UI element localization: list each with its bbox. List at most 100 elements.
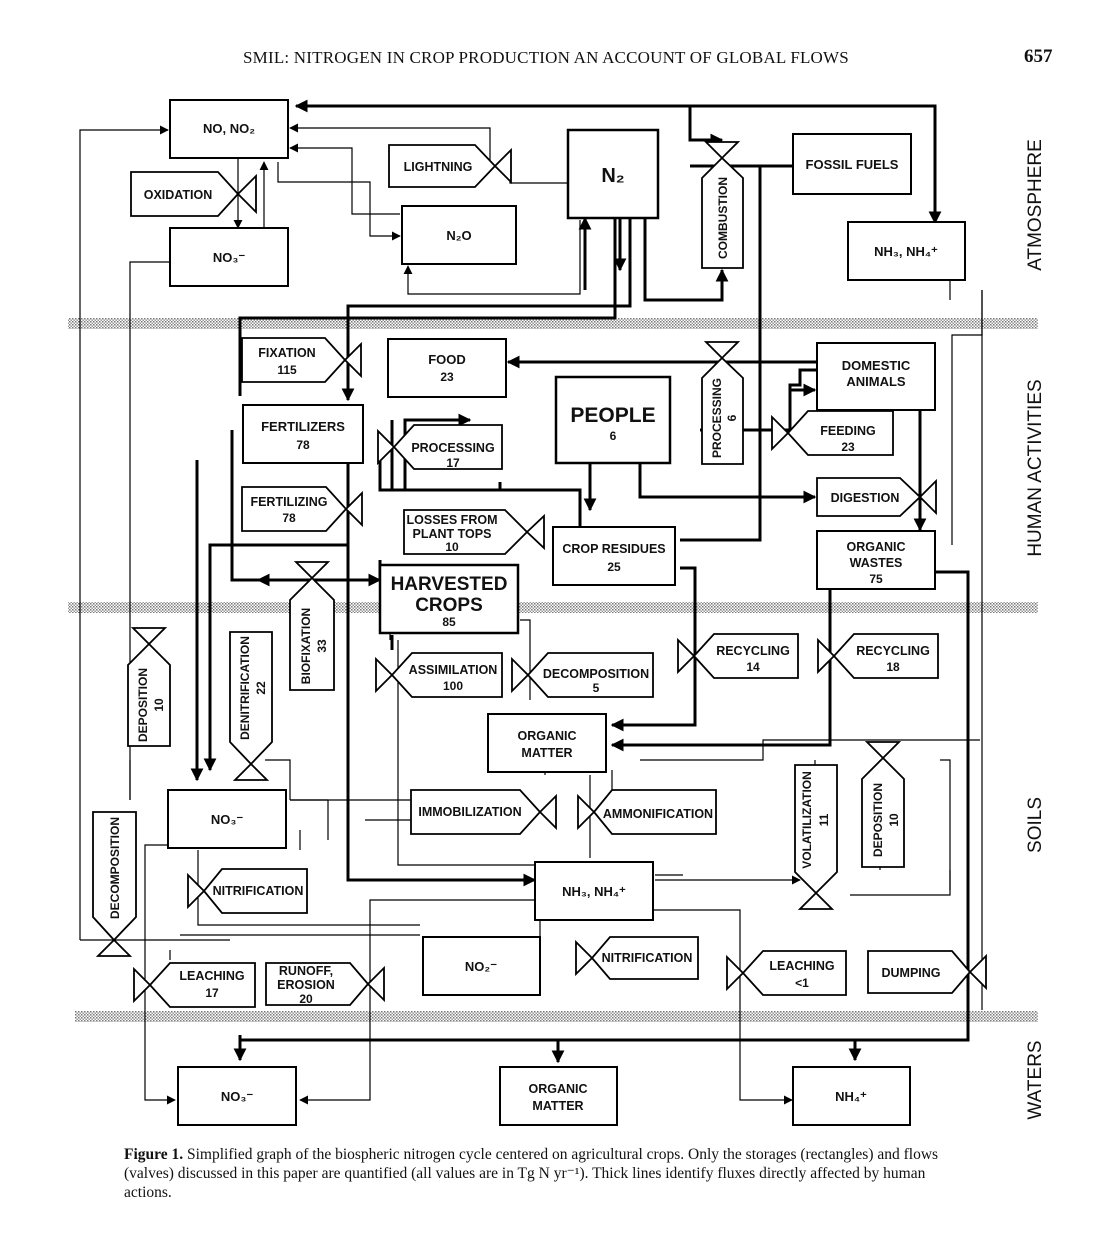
- storage-domestic-animals: [816, 342, 936, 411]
- flow-label-processing-v: PROCESSING: [710, 378, 724, 458]
- zone-separator-soils-waters: [75, 1011, 1038, 1022]
- storage-label-n2o: N₂O: [446, 228, 471, 243]
- flow-label-feeding: FEEDING: [820, 424, 876, 438]
- zone-label-waters: WATERS: [1025, 1040, 1046, 1119]
- storage-label-food: FOOD: [428, 352, 466, 367]
- flow-label-nitrification-2: NITRIFICATION: [602, 951, 693, 965]
- flow-value-denitrification: 22: [254, 681, 268, 695]
- valve-assimilation: [375, 652, 503, 698]
- storage-no3-atmosphere: [169, 227, 289, 287]
- storage-nh4-water: [792, 1066, 911, 1126]
- flow-label-leaching-b: LEACHING: [769, 959, 834, 973]
- flow-value-processing-v: 6: [725, 414, 739, 421]
- storage-label-no3-soil: NO₃⁻: [211, 812, 244, 827]
- valve-ammonification: [577, 789, 717, 835]
- storage-organic-matter-soil: [487, 713, 607, 773]
- storage-value-wastes: 75: [869, 572, 883, 586]
- storage-label-organic: ORGANIC: [846, 540, 905, 554]
- flow-label-fertilizing: FERTILIZING: [250, 495, 327, 509]
- flow-label-leaching-a: LEACHING: [179, 969, 244, 983]
- storage-label-nh3-atm: NH₃, NH₄⁺: [874, 244, 938, 259]
- valve-losses: [403, 509, 545, 555]
- storage-label-no2-soil: NO₂⁻: [465, 959, 497, 974]
- storage-label-crops: CROPS: [415, 595, 483, 616]
- thick-flow-lines: [190, 99, 970, 1064]
- storage-label-no3-water: NO₃⁻: [221, 1089, 254, 1104]
- storage-label-people: PEOPLE: [570, 404, 655, 427]
- valve-decomposition-l: [92, 811, 137, 957]
- storage-label-om-water-1: ORGANIC: [528, 1082, 587, 1096]
- valve-recycling-a: [677, 633, 799, 679]
- zone-separator-human-soils: [68, 602, 1038, 613]
- flow-value-decomposition-m: 5: [593, 681, 600, 695]
- storage-label-no3-atm: NO₃⁻: [213, 250, 246, 265]
- storage-value-crops: 85: [442, 615, 456, 629]
- storage-label-om-soil-1: ORGANIC: [517, 729, 576, 743]
- flow-label-deposition-r: DEPOSITION: [871, 783, 885, 857]
- storage-label-no-no2: NO, NO₂: [203, 121, 255, 136]
- page-header: SMIL: NITROGEN IN CROP PRODUCTION AN ACC…: [0, 44, 1104, 74]
- flow-value-deposition-r: 10: [887, 813, 901, 827]
- flow-label-recycling-b: RECYCLING: [856, 644, 930, 658]
- valve-denitrification: [229, 631, 273, 781]
- nitrogen-cycle-diagram: ATMOSPHERE HUMAN ACTIVITIES SOILS WATERS: [68, 99, 1046, 1126]
- storage-label-om-soil-2: MATTER: [521, 746, 572, 760]
- storage-label-crop-residues: CROP RESIDUES: [562, 542, 665, 556]
- flow-label-dumping: DUMPING: [881, 966, 940, 980]
- caption-text: Simplified graph of the biospheric nitro…: [124, 1146, 939, 1201]
- storage-food: [387, 338, 507, 398]
- valve-deposition-r: [861, 741, 905, 868]
- flow-value-losses: 10: [445, 540, 459, 554]
- storage-label-animals: ANIMALS: [846, 374, 906, 389]
- flow-value-fertilizing: 78: [282, 511, 296, 525]
- flow-value-assimilation: 100: [443, 679, 463, 693]
- flow-label-deposition-l: DEPOSITION: [136, 668, 150, 742]
- page-number: 657: [1024, 46, 1053, 67]
- flow-value-leaching-a: 17: [205, 986, 219, 1000]
- valve-decomposition-m: [511, 652, 654, 698]
- flow-value-biofixation: 33: [315, 639, 329, 653]
- flow-value-runoff: 20: [299, 992, 313, 1006]
- storage-label-domestic: DOMESTIC: [842, 358, 911, 373]
- flow-label-biofixation: BIOFIXATION: [299, 608, 313, 684]
- flow-label-runoff-2: EROSION: [277, 978, 335, 992]
- valve-leaching-b: [726, 950, 847, 996]
- flow-value-leaching-b: <1: [795, 976, 809, 990]
- storage-n2o: [401, 205, 517, 265]
- valve-leaching-a: [133, 962, 256, 1008]
- flow-label-denitrification: DENITRIFICATION: [238, 636, 252, 740]
- flow-label-oxidation: OXIDATION: [144, 188, 213, 202]
- flow-label-combustion: COMBUSTION: [716, 177, 730, 259]
- storage-label-harvested: HARVESTED: [391, 574, 508, 595]
- storage-value-crop-residues: 25: [607, 560, 621, 574]
- flow-label-recycling-a: RECYCLING: [716, 644, 790, 658]
- flow-value-deposition-l: 10: [152, 698, 166, 712]
- storage-organic-wastes: [816, 530, 936, 590]
- storage-label-wastes: WASTES: [850, 556, 903, 570]
- flow-label-losses-1: LOSSES FROM: [407, 513, 498, 527]
- valve-processing-h: [377, 424, 503, 470]
- storage-n2: [566, 128, 660, 220]
- storage-label-n2: N₂: [601, 165, 624, 187]
- flow-label-volatilization: VOLATILIZATION: [800, 771, 814, 869]
- zone-label-atmosphere: ATMOSPHERE: [1025, 139, 1046, 271]
- storage-no2-soil: [422, 936, 541, 996]
- valve-fixation: [241, 337, 362, 383]
- storage-value-fertilizers: 78: [296, 438, 310, 452]
- storage-fossil-fuels: [792, 133, 912, 195]
- valve-recycling-b: [817, 633, 939, 679]
- valve-nitrification-1: [187, 868, 308, 914]
- flow-label-processing-h: PROCESSING: [411, 441, 494, 455]
- flow-label-assimilation: ASSIMILATION: [409, 663, 498, 677]
- storage-people: [554, 375, 672, 465]
- flow-label-digestion: DIGESTION: [831, 491, 900, 505]
- storage-no3-water: [177, 1066, 297, 1126]
- valve-dumping: [867, 950, 987, 994]
- valve-runoff: [265, 962, 385, 1006]
- running-title: SMIL: NITROGEN IN CROP PRODUCTION AN ACC…: [243, 48, 849, 67]
- flow-label-decomposition-l: DECOMPOSITION: [108, 817, 122, 919]
- valve-fertilizing: [241, 486, 363, 532]
- zone-label-soils: SOILS: [1025, 797, 1046, 853]
- flow-label-losses-2: PLANT TOPS: [413, 527, 492, 541]
- storage-label-nh4-water: NH₄⁺: [835, 1089, 867, 1104]
